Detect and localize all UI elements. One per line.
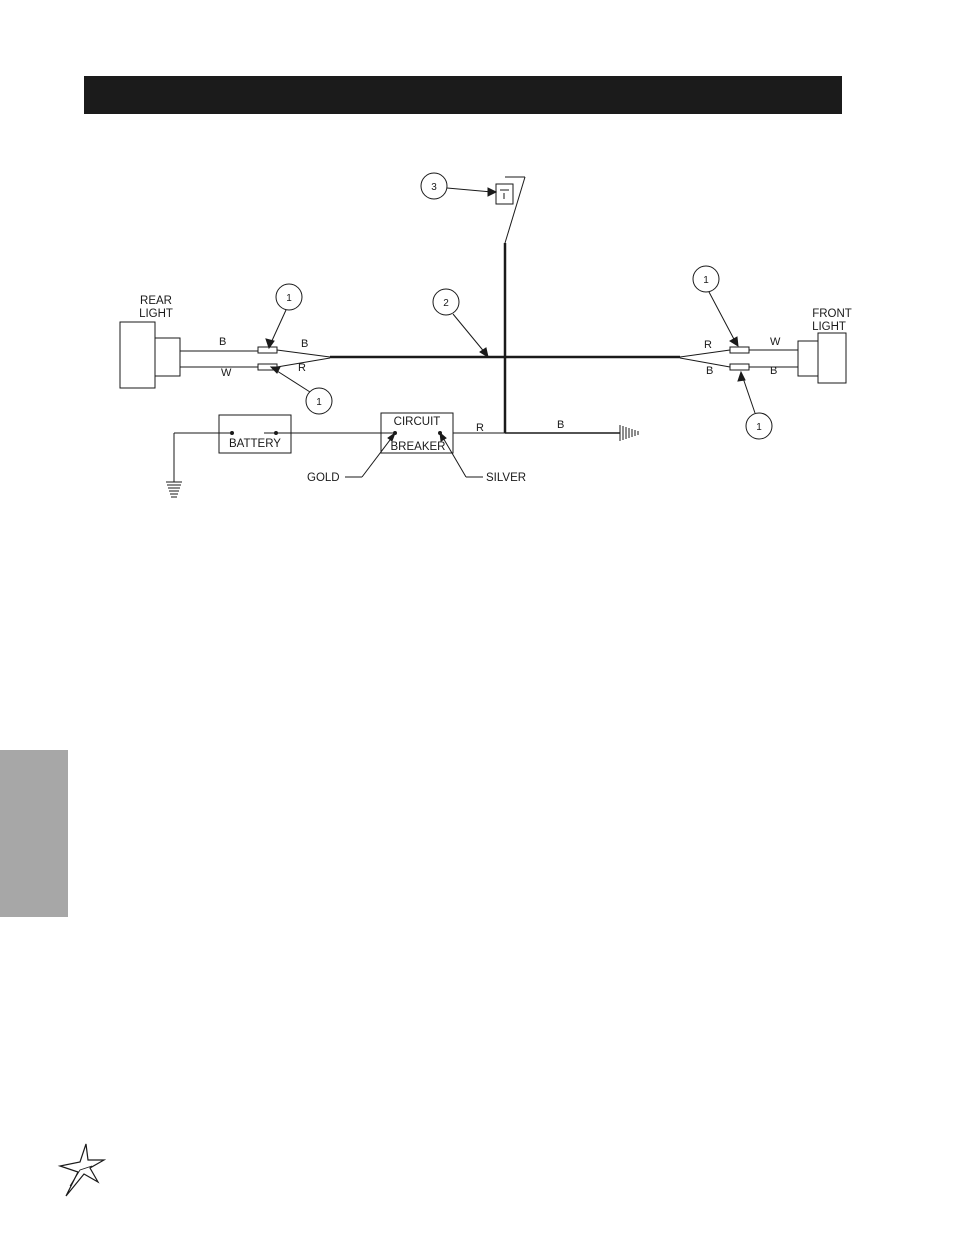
wire-label-front-bottom-outer: B — [770, 365, 777, 377]
chassis-ground-symbol — [619, 425, 639, 441]
wire-label-ground: B — [557, 419, 564, 431]
section-header-bar — [84, 76, 842, 114]
wire-label-rear-top-outer: B — [219, 336, 226, 348]
gold-terminal-label: GOLD — [307, 472, 340, 484]
rear-light-housing — [119, 321, 156, 389]
callout-harness — [432, 288, 460, 316]
callout-switch — [420, 172, 448, 200]
rear-light-label-1: REAR — [140, 295, 172, 307]
front-light-label-2: LIGHT — [812, 321, 846, 333]
front-light-label-1: FRONT — [812, 308, 852, 320]
callout-number-switch: 3 — [431, 182, 437, 193]
front-connector-lower — [729, 363, 750, 371]
battery-ground-symbol — [166, 481, 182, 498]
wire-label-front-top-inner: R — [704, 339, 712, 351]
front-connector-upper — [729, 346, 750, 354]
rear-light-socket — [154, 337, 181, 377]
wire-label-rear-bottom-inner: R — [298, 362, 306, 374]
callout-number-front-upper: 1 — [703, 275, 709, 286]
wire-label-front-top-outer: W — [770, 336, 781, 348]
callout-rear-upper — [275, 283, 303, 311]
callout-number-harness: 2 — [443, 298, 449, 309]
front-light-socket — [797, 340, 819, 377]
front-light-housing — [817, 332, 847, 384]
breaker-label-2: BREAKER — [391, 441, 446, 453]
wire-label-front-bottom-inner: B — [706, 365, 713, 377]
callout-front-lower — [745, 412, 773, 440]
callout-number-rear-lower: 1 — [316, 397, 322, 408]
callout-rear-lower — [305, 387, 333, 415]
rear-connector-upper — [257, 346, 278, 354]
brand-logo-star — [57, 1143, 106, 1197]
rear-light-label-2: LIGHT — [139, 308, 173, 320]
callout-front-upper — [692, 265, 720, 293]
wire-label-feed: R — [476, 422, 484, 434]
battery-label: BATTERY — [229, 438, 281, 450]
wire-label-rear-bottom-outer: W — [221, 367, 232, 379]
callout-number-front-lower: 1 — [756, 422, 762, 433]
callout-number-rear-upper: 1 — [286, 293, 292, 304]
side-section-tab — [0, 750, 68, 917]
silver-terminal-label: SILVER — [486, 472, 526, 484]
breaker-label-1: CIRCUIT — [394, 416, 441, 428]
wire-label-rear-top-inner: B — [301, 338, 308, 350]
